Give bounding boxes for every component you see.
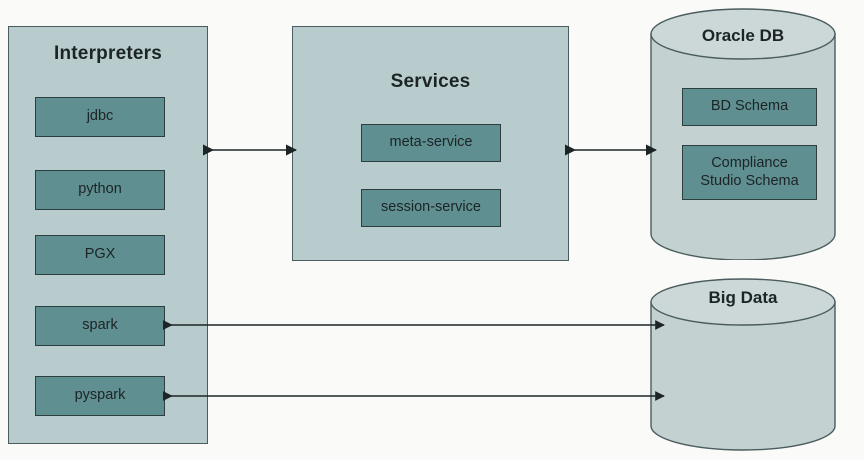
service-box-meta-service[interactable]: meta-service [361,124,501,162]
services-title: Services [390,71,471,92]
big-data-cylinder[interactable]: Big Data [650,278,836,452]
oracle-db-schema-bd[interactable]: BD Schema [682,88,817,126]
cylinder-shape-icon [650,278,836,451]
interpreters-panel[interactable]: Interpreters jdbc python PGX spark pyspa… [8,26,208,444]
interpreter-box-spark[interactable]: spark [35,306,165,346]
interpreter-box-pyspark[interactable]: pyspark [35,376,165,416]
connector-pyspark-big-data [163,391,665,401]
interpreters-title: Interpreters [54,43,162,64]
oracle-db-title: Oracle DB [701,26,785,45]
connector-services-oracle-db [564,144,658,156]
service-box-session-service[interactable]: session-service [361,189,501,227]
interpreter-box-jdbc[interactable]: jdbc [35,97,165,137]
services-panel[interactable]: Services meta-service session-service [292,26,569,261]
interpreter-box-python[interactable]: python [35,170,165,210]
connector-interpreters-services [202,144,298,156]
interpreter-box-pgx[interactable]: PGX [35,235,165,275]
connector-spark-big-data [163,320,665,330]
oracle-db-schema-compliance-studio[interactable]: Compliance Studio Schema [682,145,817,200]
big-data-title: Big Data [708,288,778,307]
oracle-db-cylinder[interactable]: Oracle DB BD Schema Compliance Studio Sc… [650,8,836,260]
